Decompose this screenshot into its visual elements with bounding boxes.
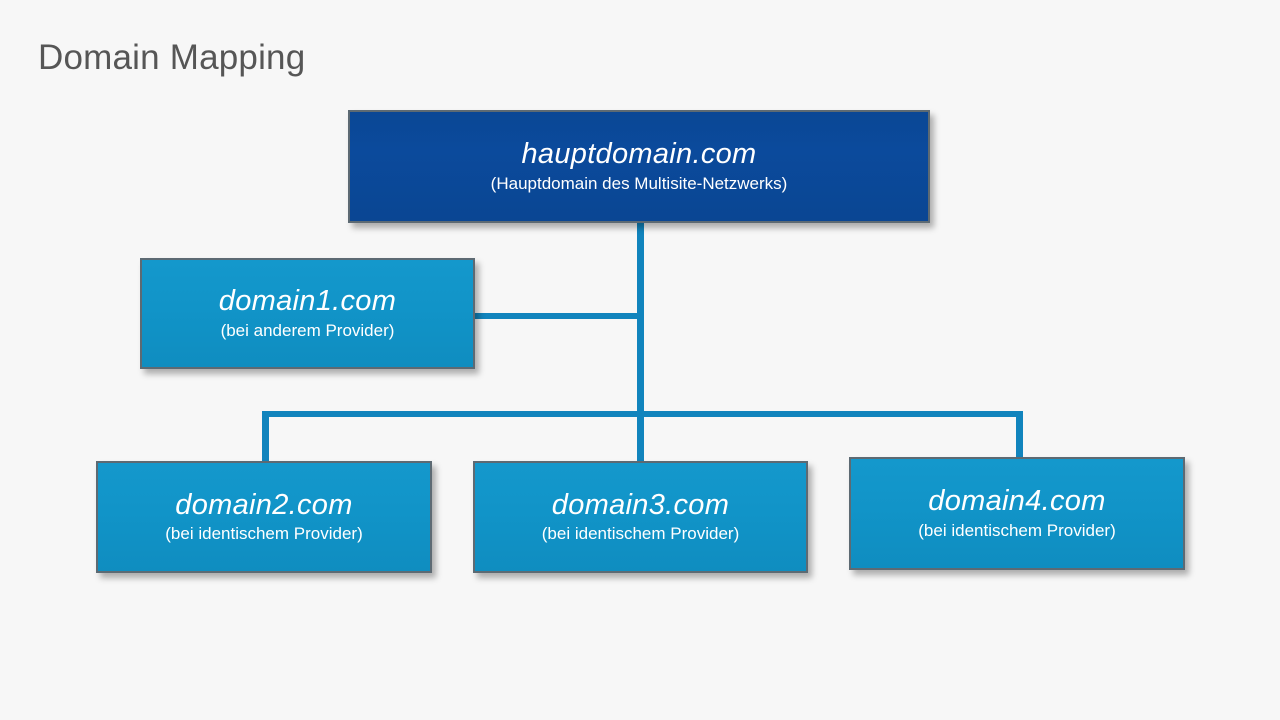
node-domain4-subtitle: (bei identischem Provider)	[918, 520, 1116, 540]
page-title: Domain Mapping	[38, 38, 306, 77]
connector-trunk-vertical	[637, 222, 644, 462]
node-domain1-title: domain1.com	[218, 285, 397, 318]
node-domain2-subtitle: (bei identischem Provider)	[165, 524, 363, 544]
node-domain1[interactable]: domain1.com (bei anderem Provider)	[140, 258, 475, 369]
node-root-title: hauptdomain.com	[521, 138, 757, 171]
node-domain1-subtitle: (bei anderem Provider)	[220, 320, 395, 340]
node-root-hauptdomain[interactable]: hauptdomain.com (Hauptdomain des Multisi…	[348, 110, 930, 223]
node-domain3-title: domain3.com	[551, 488, 730, 521]
connector-bottom-bar	[262, 411, 1023, 417]
node-domain4-title: domain4.com	[928, 485, 1106, 518]
connector-branch-domain1	[474, 313, 641, 319]
node-domain3-subtitle: (bei identischem Provider)	[541, 524, 740, 544]
connector-drop-domain4	[1016, 411, 1023, 459]
node-domain4[interactable]: domain4.com (bei identischem Provider)	[849, 457, 1185, 570]
node-domain2[interactable]: domain2.com (bei identischem Provider)	[96, 461, 432, 573]
node-root-subtitle: (Hauptdomain des Multisite-Netzwerks)	[490, 173, 788, 193]
connector-drop-domain2	[262, 411, 269, 462]
node-domain3[interactable]: domain3.com (bei identischem Provider)	[473, 461, 808, 573]
node-domain2-title: domain2.com	[175, 488, 353, 521]
